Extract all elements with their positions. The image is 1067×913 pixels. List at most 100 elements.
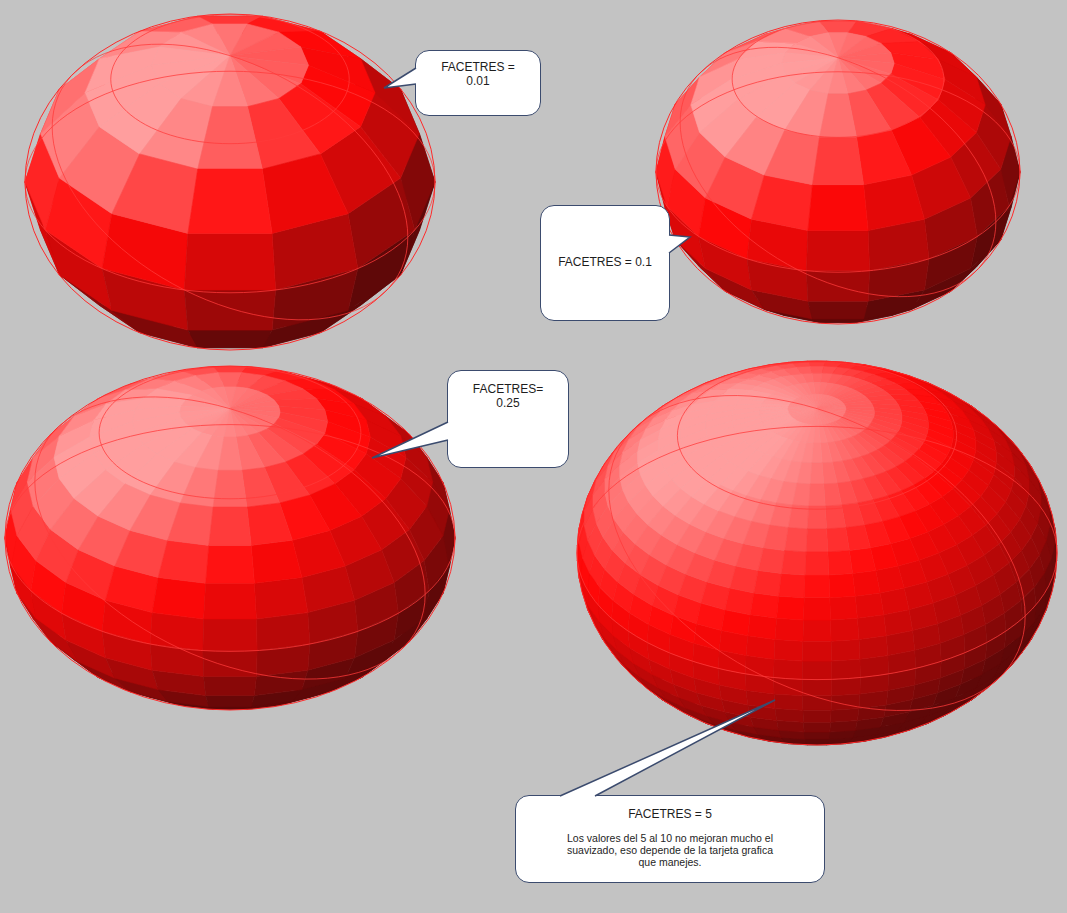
facet bbox=[792, 483, 810, 506]
facet bbox=[789, 405, 818, 409]
facet bbox=[827, 528, 850, 552]
pointer-outline bbox=[669, 235, 690, 253]
facet bbox=[812, 443, 822, 463]
isoline bbox=[656, 72, 1020, 272]
facet bbox=[748, 615, 777, 640]
facet bbox=[158, 540, 209, 583]
callout-bubble: FACETRES = 5 Los valores del 5 al 10 no m… bbox=[515, 795, 825, 883]
facet bbox=[810, 463, 823, 484]
facet bbox=[831, 678, 860, 696]
facet bbox=[831, 618, 860, 641]
facet bbox=[803, 679, 832, 695]
isoline bbox=[111, 15, 349, 144]
callout-pointer bbox=[447, 370, 448, 371]
facet bbox=[206, 545, 255, 583]
facet bbox=[112, 154, 198, 234]
facet bbox=[803, 641, 832, 661]
facet bbox=[803, 661, 832, 679]
facet bbox=[810, 367, 823, 374]
facet bbox=[819, 94, 856, 138]
facet bbox=[730, 566, 758, 593]
facet bbox=[824, 483, 842, 506]
facet bbox=[752, 175, 813, 231]
facet bbox=[821, 443, 833, 463]
facet bbox=[814, 425, 821, 443]
facet bbox=[224, 409, 236, 437]
callout-pointer bbox=[415, 50, 416, 51]
facet bbox=[152, 577, 205, 619]
facet bbox=[218, 437, 242, 470]
facet bbox=[750, 593, 779, 618]
callout-pointer bbox=[515, 795, 516, 796]
facet bbox=[774, 678, 803, 696]
callout-heading: FACETRES = 0.1 bbox=[558, 256, 652, 270]
facet bbox=[831, 659, 860, 679]
facet bbox=[204, 583, 257, 619]
facet bbox=[829, 574, 855, 598]
pointer-fill bbox=[665, 235, 690, 253]
facet bbox=[815, 409, 818, 425]
facet bbox=[812, 319, 863, 323]
pointer-outline bbox=[384, 68, 416, 88]
isoline bbox=[25, 71, 435, 293]
callout-heading: FACETRES= 0.25 bbox=[468, 383, 548, 411]
isoline bbox=[732, 21, 944, 138]
facet bbox=[213, 470, 247, 507]
callout-note: Los valores del 5 al 10 no mejoran mucho… bbox=[562, 832, 778, 868]
facet bbox=[204, 677, 257, 696]
facet bbox=[209, 507, 251, 545]
facet bbox=[184, 233, 275, 290]
facet bbox=[806, 231, 869, 271]
facet bbox=[846, 525, 871, 550]
silhouette bbox=[5, 366, 455, 710]
facet bbox=[777, 596, 805, 620]
facet bbox=[746, 636, 775, 659]
silhouette bbox=[656, 20, 1020, 324]
facet bbox=[808, 301, 868, 319]
facet bbox=[828, 58, 848, 94]
silhouette bbox=[577, 361, 1057, 745]
callout-pointer bbox=[540, 205, 541, 206]
facet bbox=[781, 551, 806, 576]
faceted-sphere bbox=[25, 14, 435, 350]
facet bbox=[831, 639, 860, 661]
facet bbox=[809, 362, 825, 366]
facet bbox=[857, 131, 912, 185]
facet bbox=[802, 443, 814, 463]
callout-heading: FACETRES = 5 bbox=[628, 808, 712, 822]
facet bbox=[876, 566, 904, 593]
pointer-fill bbox=[560, 700, 775, 800]
pointer-fill bbox=[384, 68, 420, 88]
facet bbox=[855, 593, 884, 618]
facet bbox=[774, 639, 803, 661]
facet bbox=[804, 732, 830, 739]
isoline bbox=[35, 397, 425, 679]
facet bbox=[203, 619, 257, 651]
facet bbox=[805, 739, 829, 743]
faceted-sphere bbox=[5, 366, 455, 710]
facet bbox=[804, 722, 831, 732]
isoline bbox=[99, 367, 361, 499]
callout-bubble: FACETRES = 0.1 bbox=[540, 205, 670, 321]
facet bbox=[857, 615, 886, 640]
facet bbox=[803, 696, 832, 710]
facet bbox=[806, 529, 828, 552]
facet bbox=[198, 107, 263, 170]
isoline bbox=[609, 396, 1025, 711]
callout-bubble: FACETRES= 0.25 bbox=[447, 370, 569, 468]
facet bbox=[779, 574, 805, 598]
facet bbox=[262, 154, 348, 234]
facet bbox=[268, 389, 317, 400]
facet bbox=[242, 468, 280, 508]
facet bbox=[188, 169, 272, 233]
pointer-outline bbox=[372, 422, 448, 458]
facet bbox=[803, 710, 831, 722]
facet bbox=[785, 528, 808, 552]
facet bbox=[254, 577, 307, 619]
facet bbox=[804, 575, 830, 598]
facet bbox=[774, 659, 803, 679]
facet bbox=[805, 409, 817, 425]
facet bbox=[247, 503, 293, 545]
isoline bbox=[677, 362, 956, 509]
